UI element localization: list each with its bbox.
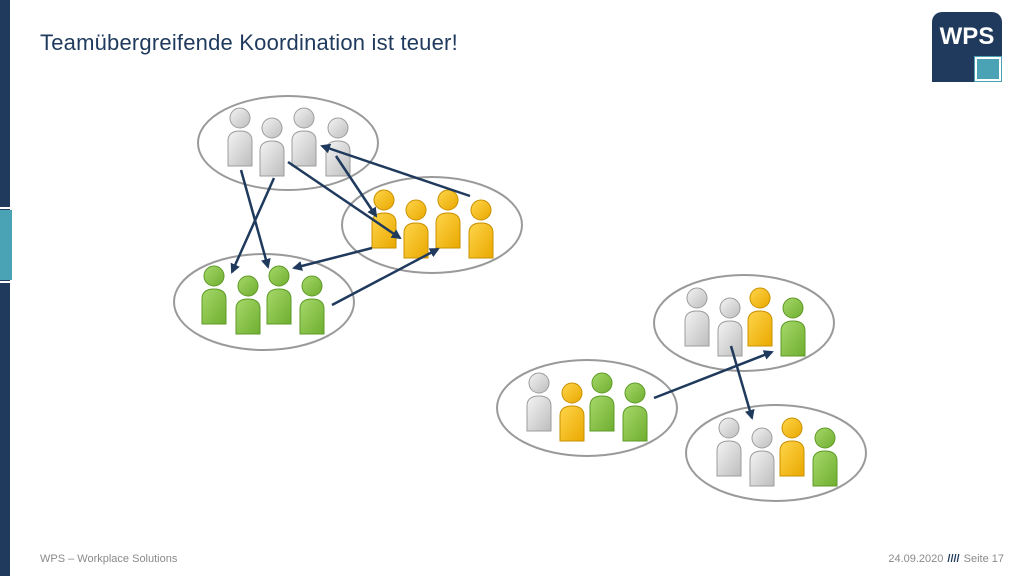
arrow-right-top-to-right-bottom — [729, 345, 755, 420]
person-icon — [559, 382, 585, 442]
team-mixed-right-top-members — [684, 287, 806, 357]
arrow-mixed-left-to-right-top — [653, 350, 774, 400]
person-icon — [684, 287, 710, 347]
person-icon — [371, 189, 397, 249]
arrow-green-to-yellow — [331, 247, 440, 307]
arrow-yellow-to-gray — [320, 143, 471, 198]
footer-page: Seite 17 — [963, 553, 1004, 565]
person-icon — [780, 297, 806, 357]
person-icon — [717, 297, 743, 357]
team-mixed-left-group — [496, 359, 678, 457]
person-icon — [716, 417, 742, 477]
person-icon — [403, 199, 429, 259]
team-mixed-right-bottom-members — [716, 417, 838, 487]
arrow-yellow-to-green — [292, 246, 373, 271]
team-gray-members — [227, 107, 351, 177]
person-icon — [235, 275, 261, 335]
arrow-gray-to-yellow-2 — [334, 155, 378, 218]
team-mixed-right-bottom-group — [685, 404, 867, 502]
slide-title: Teamübergreifende Koordination ist teuer… — [40, 30, 458, 55]
arrow-gray-to-green-1 — [239, 169, 271, 269]
arrow-gray-to-green-2 — [230, 177, 276, 274]
person-icon — [227, 107, 253, 167]
footer-meta: 24.09.2020////Seite 17 — [888, 553, 1004, 565]
person-icon — [589, 372, 615, 432]
person-icon — [622, 382, 648, 442]
left-accent-bar — [0, 0, 10, 576]
team-yellow-members — [371, 189, 494, 259]
team-green-group — [173, 253, 355, 351]
person-icon — [325, 117, 351, 177]
team-mixed-left-members — [526, 372, 648, 442]
wps-logo: WPS — [932, 12, 1002, 82]
person-icon — [201, 265, 227, 325]
footer-company: WPS – Workplace Solutions — [40, 553, 178, 565]
arrow-gray-to-yellow-1 — [287, 160, 402, 240]
person-icon — [291, 107, 317, 167]
footer-separator: //// — [947, 553, 960, 565]
team-green-members — [201, 265, 325, 335]
person-icon — [435, 189, 461, 249]
person-icon — [812, 427, 838, 487]
person-icon — [526, 372, 552, 432]
person-icon — [299, 275, 325, 335]
left-divider-bottom — [0, 281, 14, 283]
team-mixed-right-top-group — [653, 274, 835, 372]
person-icon — [259, 117, 285, 177]
coordination-arrows — [230, 143, 774, 420]
team-gray-group — [197, 95, 379, 191]
left-divider-top — [0, 207, 14, 209]
svg-text:WPS: WPS — [940, 23, 995, 50]
person-icon — [747, 287, 773, 347]
left-highlight-block — [0, 210, 12, 280]
person-icon — [779, 417, 805, 477]
person-icon — [468, 199, 494, 259]
person-icon — [749, 427, 775, 487]
team-yellow-group — [341, 176, 523, 274]
person-icon — [266, 265, 292, 325]
footer-date: 24.09.2020 — [888, 553, 944, 565]
